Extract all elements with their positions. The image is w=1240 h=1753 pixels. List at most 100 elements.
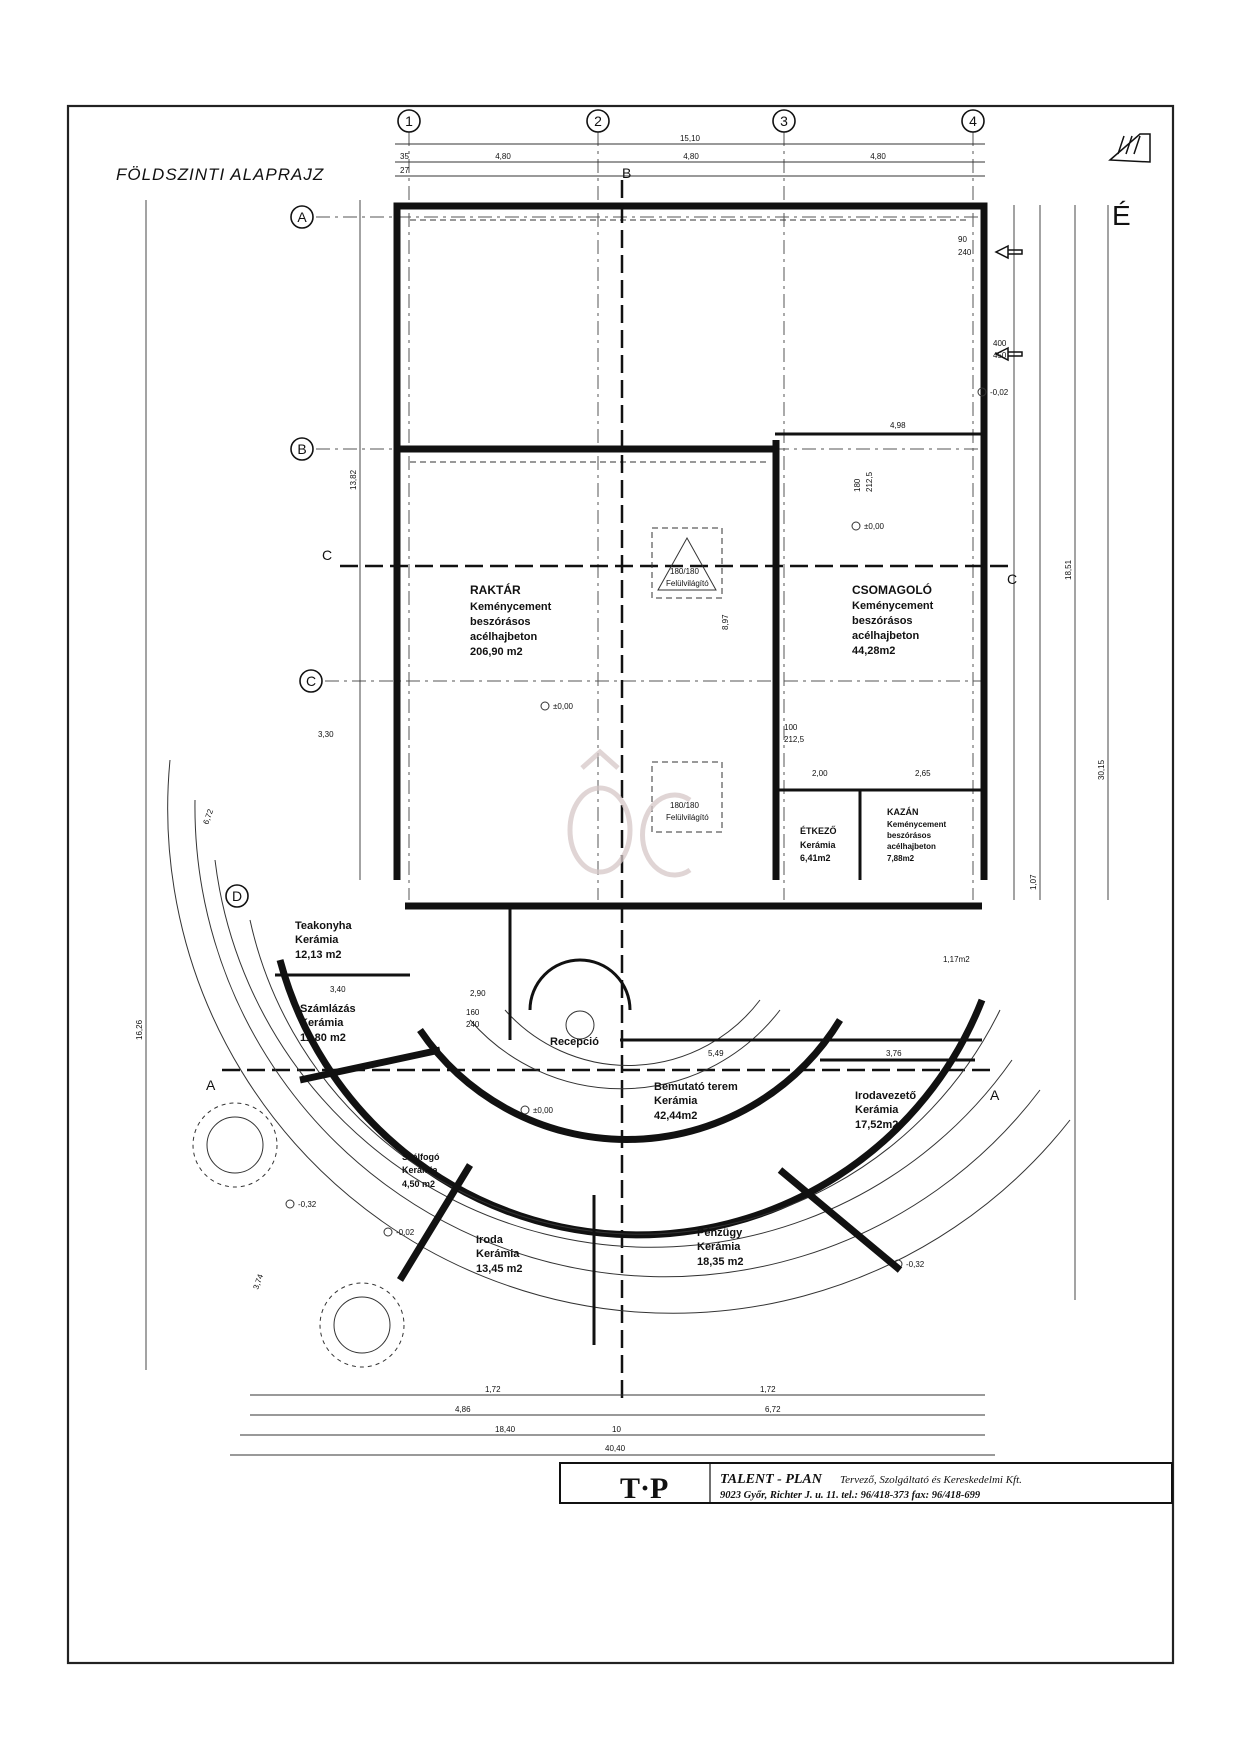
svg-text:RAKTÁR: RAKTÁR	[470, 582, 521, 597]
level-marker-csomagolo: ±0,00	[851, 521, 885, 531]
svg-text:beszórásos: beszórásos	[470, 616, 531, 628]
svg-text:±0,00: ±0,00	[533, 1106, 554, 1115]
room-iroda: Iroda Kerámia 13,45 m2	[476, 1234, 522, 1275]
svg-text:beszórásos: beszórásos	[852, 615, 913, 627]
dim-label: 8,97	[721, 614, 730, 630]
north-label: É	[1112, 200, 1131, 231]
level-marker-raktar: ±0,00	[540, 701, 574, 711]
company-logo: T·P	[620, 1472, 668, 1505]
svg-text:ÉTKEZŐ: ÉTKEZŐ	[800, 825, 837, 836]
room-irodavezeto: Irodavezető Kerámia 17,52m2	[855, 1090, 916, 1131]
dim-18-51: 18,51	[1064, 559, 1073, 580]
svg-text:A: A	[297, 209, 307, 225]
door-label: 212,5	[865, 471, 874, 492]
axis-bubble-c: C	[299, 669, 323, 693]
room-szelfogo: Szélfogó Kerámia 4,50 m2	[402, 1152, 440, 1189]
section-mark-a-right: A	[990, 1087, 1000, 1103]
svg-text:Recepció: Recepció	[550, 1036, 599, 1048]
level-marker-outside-1: -0,32	[285, 1199, 317, 1209]
svg-text:44,28m2: 44,28m2	[852, 645, 895, 657]
door-label: 400	[993, 339, 1007, 348]
svg-text:15,10: 15,10	[680, 134, 701, 143]
svg-text:Kerámia: Kerámia	[855, 1104, 899, 1116]
svg-text:Kerámia: Kerámia	[476, 1248, 520, 1260]
svg-text:-0,02: -0,02	[990, 388, 1009, 397]
iroda-radial-wall	[397, 1163, 473, 1282]
svg-text:7,88m2: 7,88m2	[887, 854, 915, 863]
dim-label: 2,65	[915, 769, 931, 778]
svg-text:4,80: 4,80	[870, 152, 886, 161]
north-arrow-icon: É	[1108, 133, 1151, 231]
svg-text:-0,02: -0,02	[396, 1228, 415, 1237]
axis-bubble-b: B	[290, 437, 314, 461]
svg-text:acélhajbeton: acélhajbeton	[470, 631, 538, 643]
dim-label: 2,90	[470, 989, 486, 998]
dim-label: 3,40	[330, 985, 346, 994]
room-bemutato: Bemutató terem Kerámia 42,44m2	[654, 1081, 738, 1122]
room-kazan: KAZÁN Keménycement beszórásos acélhajbet…	[887, 807, 946, 863]
room-raktar: RAKTÁR Keménycement beszórásos acélhajbe…	[470, 582, 552, 658]
dim-label: 6,72	[201, 807, 215, 825]
svg-text:Kerámia: Kerámia	[295, 934, 339, 946]
svg-text:C: C	[306, 673, 316, 689]
svg-text:D: D	[232, 888, 242, 904]
dim-label: 3,30	[318, 730, 334, 739]
office-outer-curve-line	[249, 919, 1001, 1235]
svg-text:1: 1	[405, 113, 413, 129]
room-teakonyha: Teakonyha Kerámia 12,13 m2	[295, 920, 353, 961]
room-szamlazas: Számlázás Kerámia 11,80 m2	[300, 1003, 356, 1044]
svg-text:Szélfogó: Szélfogó	[402, 1152, 440, 1162]
svg-text:B: B	[297, 441, 306, 457]
stair-arc	[469, 1009, 781, 1090]
watermark-logo	[567, 748, 692, 878]
svg-text:KAZÁN: KAZÁN	[887, 807, 919, 817]
axis-bubble-a: A	[290, 205, 314, 229]
svg-text:4,86: 4,86	[455, 1405, 471, 1414]
company-address: 9023 Győr, Richter J. u. 11. tel.: 96/41…	[720, 1490, 981, 1501]
terrace-arc-2	[194, 799, 1041, 1278]
svg-text:206,90 m2: 206,90 m2	[470, 646, 523, 658]
room-penzugy: Pénzügy Kerámia 18,35 m2	[697, 1227, 743, 1268]
section-mark-c-right: C	[1007, 571, 1017, 587]
szamlazas-wall	[299, 1046, 441, 1084]
dim-16-26: 16,26	[135, 1019, 144, 1040]
svg-text:4,80: 4,80	[683, 152, 699, 161]
office-outer-curved-wall	[276, 959, 986, 1239]
svg-text:18,35 m2: 18,35 m2	[697, 1256, 743, 1268]
svg-text:Kerámia: Kerámia	[697, 1241, 741, 1253]
level-marker-door: -0,02	[977, 387, 1009, 397]
door-label: 100	[784, 723, 798, 732]
door-label: 450	[993, 351, 1007, 360]
dim-label: 1,17m2	[943, 955, 970, 964]
sheet-frame	[66, 104, 1175, 1665]
dim-label: 2,00	[812, 769, 828, 778]
axis-bubble-3: 3	[772, 109, 796, 133]
svg-text:Kerámia: Kerámia	[300, 1017, 344, 1029]
svg-text:Iroda: Iroda	[476, 1234, 504, 1246]
svg-text:Felülvilágító: Felülvilágító	[666, 579, 709, 588]
svg-text:12,13 m2: 12,13 m2	[295, 949, 341, 961]
svg-text:18,40: 18,40	[495, 1425, 516, 1434]
entrance-arrow-icon	[994, 244, 1023, 260]
svg-text:Keménycement: Keménycement	[470, 601, 552, 613]
terrace-arc-1	[214, 859, 1013, 1248]
svg-text:Keménycement: Keménycement	[852, 600, 934, 612]
section-mark-c-left: C	[322, 547, 332, 563]
svg-text:180/180: 180/180	[670, 801, 699, 810]
svg-text:acélhajbeton: acélhajbeton	[852, 630, 920, 642]
svg-text:±0,00: ±0,00	[864, 522, 885, 531]
svg-text:Kerámia: Kerámia	[402, 1165, 439, 1175]
skylight-lower: 180/180 Felülvilágító	[651, 761, 723, 833]
svg-text:35: 35	[400, 152, 409, 161]
svg-text:CSOMAGOLÓ: CSOMAGOLÓ	[852, 582, 932, 597]
svg-text:40,40: 40,40	[605, 1444, 626, 1453]
svg-text:6,72: 6,72	[765, 1405, 781, 1414]
terrace-arc-3	[167, 759, 1071, 1314]
svg-text:Kerámia: Kerámia	[654, 1095, 698, 1107]
level-marker-outside-2: -0,02	[383, 1227, 415, 1237]
svg-text:4,80: 4,80	[495, 152, 511, 161]
svg-text:13,45 m2: 13,45 m2	[476, 1263, 522, 1275]
entrance-arrow-icon-2	[994, 346, 1023, 362]
skylight-upper: 180/180 Felülvilágító	[651, 527, 723, 599]
svg-text:10: 10	[612, 1425, 621, 1434]
